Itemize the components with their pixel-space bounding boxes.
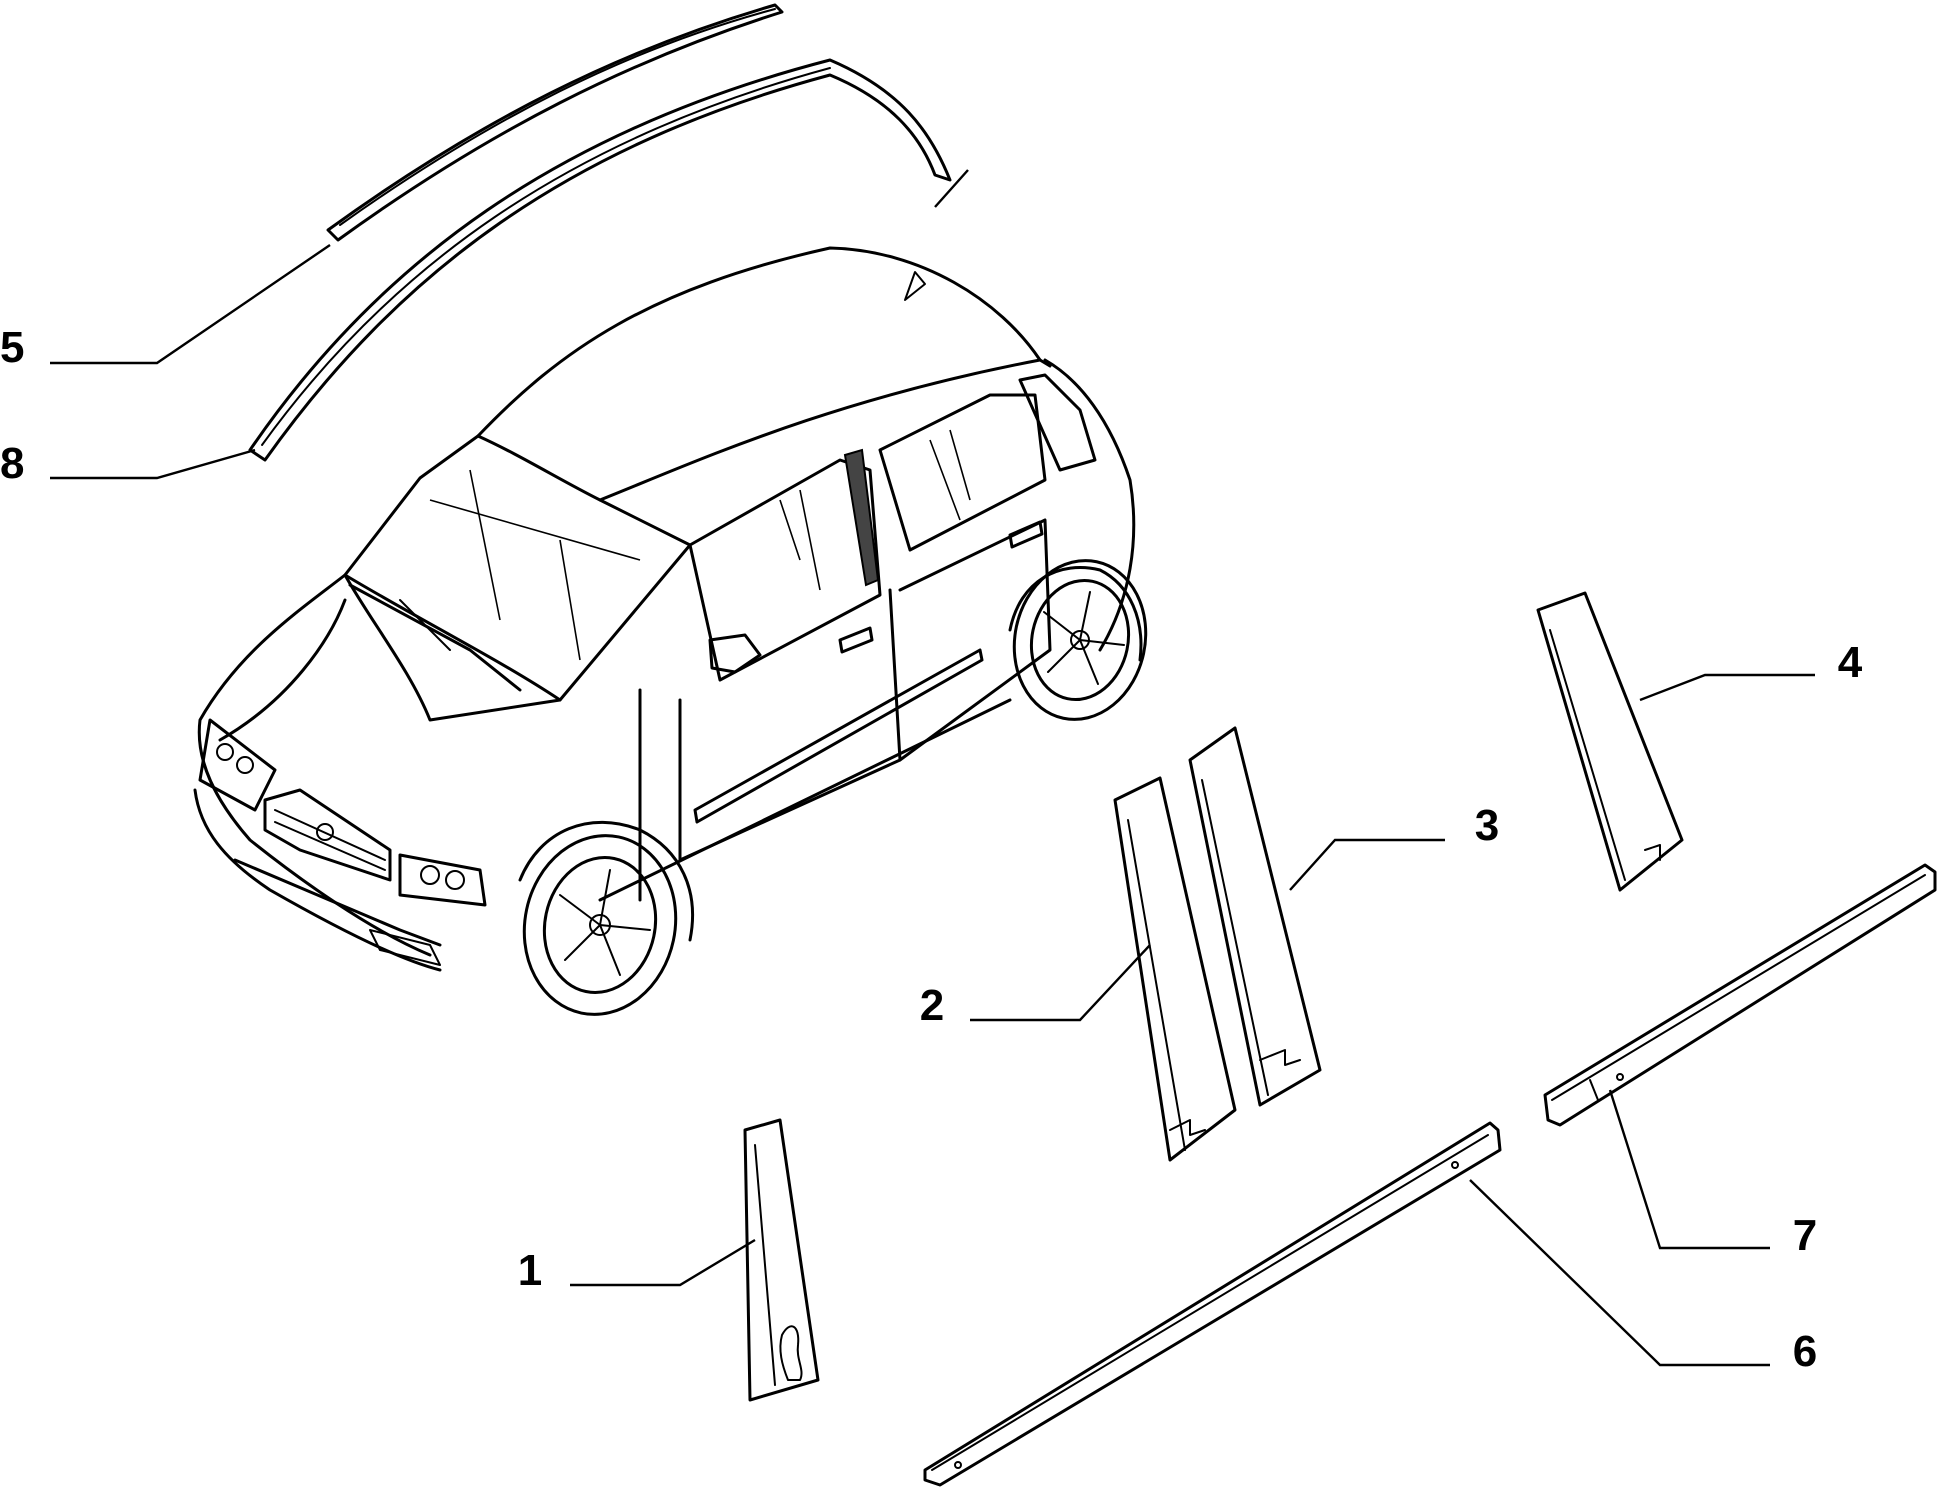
part-8-roof-strip-lower [248,58,952,462]
car-illustration [193,246,1148,1016]
callout-3: 3 [1475,801,1499,850]
part-7-door-moulding [1543,863,1937,1127]
callout-6: 6 [1793,1327,1817,1376]
callout-8: 8 [0,439,24,488]
part-2-pillar-trim [1113,776,1237,1162]
part-4-pillar-trim [1536,591,1684,892]
part-5-roof-strip-upper [326,3,784,242]
callout-2: 2 [920,981,944,1030]
callout-4: 4 [1838,638,1863,687]
callout-labels: 5 8 1 2 3 4 6 7 [0,323,1863,1376]
part-6-door-moulding [923,1121,1502,1487]
callout-7: 7 [1793,1211,1817,1260]
leader-lines [50,169,1815,1367]
part-3-pillar-trim [1188,726,1322,1107]
callout-5: 5 [0,323,24,372]
callout-1: 1 [518,1246,542,1295]
part-1-pillar-trim [743,1118,820,1402]
